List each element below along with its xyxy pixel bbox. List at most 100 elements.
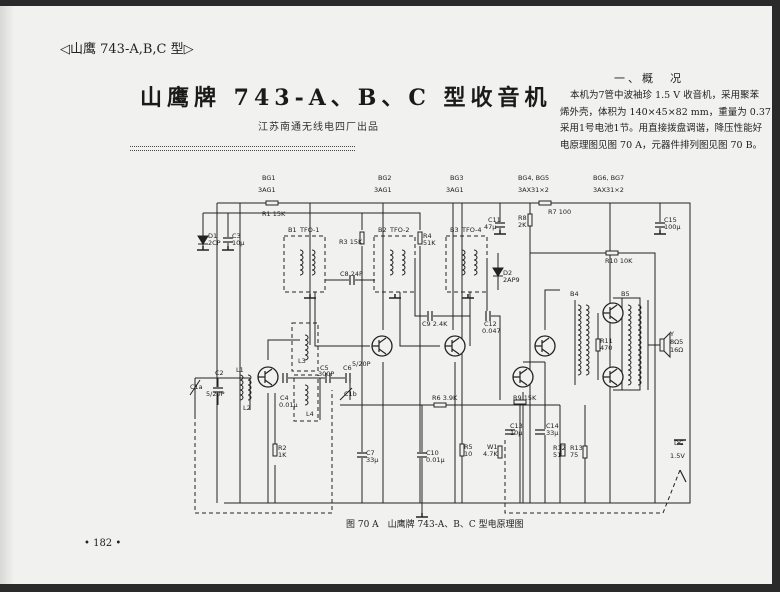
overview-paragraph: 本机为7管中波袖珍 1.5 V 收音机，采用聚苯 烯外壳，体积为 140×45×… xyxy=(560,88,772,154)
coil-13 xyxy=(637,304,642,386)
c2-capacitor-gap xyxy=(212,387,224,393)
bg2-label: BG2 xyxy=(378,174,392,182)
c5-capacitor-gap xyxy=(325,373,331,383)
d2v-label: 2AP9 xyxy=(503,276,520,284)
d1v-label: 2CP xyxy=(208,239,221,247)
r12v-label: 51 xyxy=(553,451,561,459)
r12-resistor xyxy=(560,443,566,457)
c9-label: C9 2.4K xyxy=(422,320,448,328)
tf4-label: TFO-4 xyxy=(461,226,482,234)
ground-6 xyxy=(462,294,474,299)
r11-resistor xyxy=(595,338,601,352)
c12-capacitor-gap xyxy=(485,311,491,321)
w1-resistor xyxy=(497,445,503,459)
c14-label: C14 xyxy=(546,422,559,430)
paragraph-line: 采用1号电池1节。用直接拨盘调谐，降压性能好 xyxy=(560,123,763,134)
c10-capacitor xyxy=(417,452,427,458)
manufacturer: 江苏南通无线电四厂出品 xyxy=(258,122,379,133)
l3-label: L3 xyxy=(298,357,306,365)
r13v-label: 75 xyxy=(570,451,578,459)
r8-resistor xyxy=(527,213,533,227)
header-tag: ◁山鹰 743-A,B,C 型▷ xyxy=(60,42,194,57)
tf1-label: TFO-1 xyxy=(299,226,320,234)
c10-capacitor-gap xyxy=(416,452,428,458)
scan-shadow xyxy=(0,6,14,584)
tuning-capacitor-arrows xyxy=(189,379,353,401)
coil-11 xyxy=(585,304,590,376)
c3-capacitor xyxy=(223,237,233,243)
bg5-transistor-leads xyxy=(513,368,528,386)
coil-2 xyxy=(389,249,394,276)
r10-label: R10 10K xyxy=(605,257,633,265)
c5v-label: 300P xyxy=(318,370,334,378)
l1-label: L1 xyxy=(236,366,244,374)
bg67-type: 3AX31×2 xyxy=(593,186,624,194)
c11v-label: 47μ xyxy=(484,223,496,231)
c6-label: C6 xyxy=(343,364,352,372)
r8v-label: 2K xyxy=(518,221,527,229)
ground-5 xyxy=(389,294,401,299)
c10v-label: 0.01μ xyxy=(426,456,445,464)
r12-label: R12 xyxy=(553,444,566,452)
b3-label: B3 xyxy=(450,226,459,234)
c2v-label: 5/20P xyxy=(206,390,225,398)
d2-label: D2 xyxy=(503,269,512,277)
d2-diode xyxy=(492,267,504,277)
c6-capacitor xyxy=(345,373,351,383)
r1-label: R1 15K xyxy=(262,210,286,218)
page-number: • 182 • xyxy=(84,538,122,549)
d1-diode xyxy=(197,235,209,245)
coil-5 xyxy=(473,249,478,276)
c3-capacitor-gap xyxy=(222,237,234,243)
b4-label: B4 xyxy=(570,290,579,298)
shield-boxes xyxy=(194,235,681,514)
c13-capacitor-gap xyxy=(504,429,516,435)
r13-resistor xyxy=(582,445,588,459)
c8-label: C8 24P xyxy=(340,270,363,278)
r9-label: R9 15K xyxy=(513,394,537,402)
coil-0 xyxy=(299,249,304,276)
bg1-transistor-leads xyxy=(258,368,273,386)
c11-capacitor-gap xyxy=(494,222,506,228)
coil-10 xyxy=(577,304,582,376)
battery-icon xyxy=(674,439,686,445)
bg3-transistor-leads xyxy=(445,337,460,355)
c4-label: C4 xyxy=(280,394,289,402)
c15v-label: 100μ xyxy=(664,223,681,231)
c12-label: C12 xyxy=(484,320,497,328)
r4-resistor xyxy=(417,231,423,245)
transistor-labels: BG1 3AG1 BG2 3AG1 BG3 3AG1 BG4, BG5 3AX3… xyxy=(258,174,624,194)
c9-capacitor xyxy=(427,311,433,321)
c12-capacitor xyxy=(485,311,491,321)
coil-3 xyxy=(401,249,406,276)
r4-label: R4 xyxy=(423,232,432,240)
c1b-label: C1b xyxy=(344,390,357,398)
coil-7 xyxy=(304,384,309,406)
figure-caption: 图 70 A 山鹰牌 743-A、B、C 型电原理图 xyxy=(346,518,524,530)
c14v-label: 33μ xyxy=(546,429,558,437)
c3v-label: 10μ xyxy=(232,239,244,247)
r4v-label: 51K xyxy=(423,239,436,247)
r10-resistor xyxy=(605,250,619,256)
bg67-label: BG6, BG7 xyxy=(593,174,624,182)
dc-label: DC xyxy=(674,439,684,447)
c9-capacitor-gap xyxy=(427,311,433,321)
c8-capacitor xyxy=(349,275,355,285)
c15-capacitor xyxy=(655,222,665,228)
coil-8 xyxy=(239,374,244,401)
c2-capacitor xyxy=(213,387,223,393)
r5-resistor xyxy=(459,443,465,457)
r7-resistor xyxy=(538,200,552,206)
schematic-wires xyxy=(194,202,691,515)
c10-label: C10 xyxy=(426,449,439,457)
paragraph-line: 电原理图见图 70 A，元器件排列图见图 70 B。 xyxy=(560,139,763,151)
y-label: Y xyxy=(669,330,674,338)
r2v-label: 1K xyxy=(278,451,287,459)
c11-label: C11 xyxy=(488,216,501,224)
c5-capacitor xyxy=(325,373,331,383)
c3-label: C3 xyxy=(232,232,241,240)
coil-12 xyxy=(627,304,632,386)
b5-label: B5 xyxy=(621,290,630,298)
r2-resistor xyxy=(272,443,278,457)
coil-9 xyxy=(247,374,252,401)
